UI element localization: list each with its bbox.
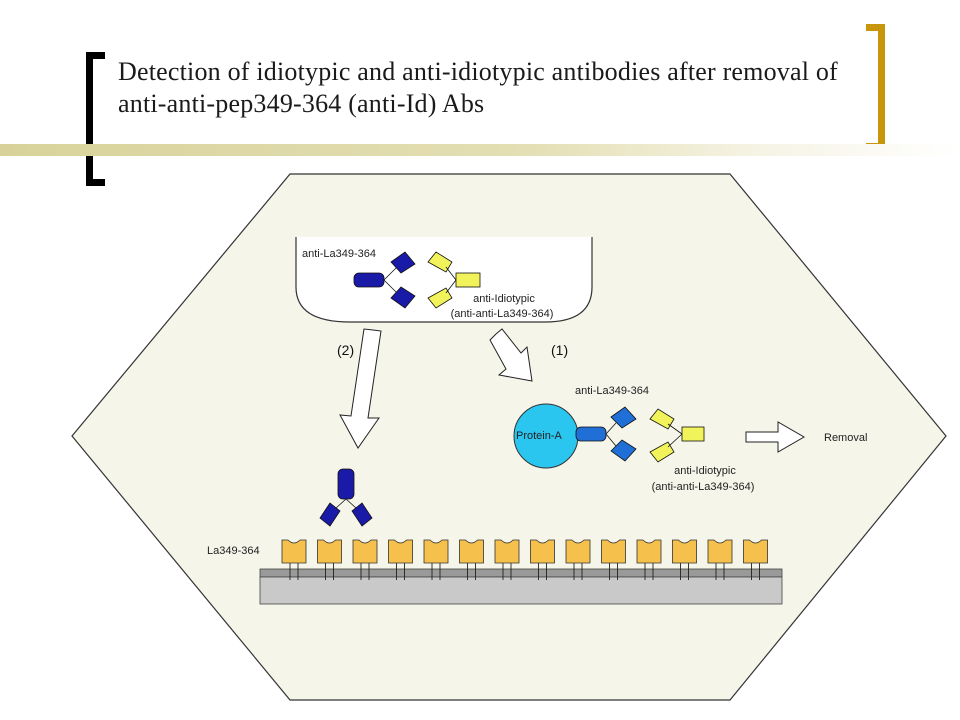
- peptide: [352, 539, 378, 564]
- hexagon-frame: [71, 173, 947, 701]
- arrow-step1: [489, 328, 533, 382]
- peptide: [672, 539, 697, 564]
- peptide: [530, 539, 555, 564]
- beaker-antibody-label: anti-La349-364: [302, 248, 376, 260]
- arrow-step2: [339, 328, 382, 449]
- peptide: [281, 539, 307, 564]
- removed-anti-id-label-2: (anti-anti-La349-364): [652, 481, 755, 493]
- peptide: [317, 539, 342, 564]
- bound-antibody-label: anti-La349-364: [575, 385, 649, 397]
- peptide: [459, 539, 484, 564]
- peptide: [601, 539, 626, 564]
- step1-label: (1): [551, 342, 568, 358]
- removed-anti-idiotypic: [649, 408, 705, 463]
- peptide: [423, 539, 449, 564]
- beaker-antibody: [353, 251, 416, 309]
- beaker-anti-id-label-1: anti-Idiotypic: [473, 293, 535, 305]
- peptide: [565, 539, 591, 564]
- beaker-anti-idiotypic: [427, 251, 481, 309]
- step2-label: (2): [337, 342, 354, 358]
- peptide: [388, 539, 413, 564]
- slide-title: Detection of idiotypic and anti-idiotypi…: [118, 57, 838, 118]
- plate-top-strip: [259, 568, 783, 578]
- beaker: [295, 237, 593, 323]
- peptide: [636, 539, 662, 564]
- peptide: [707, 539, 733, 564]
- removal-label: Removal: [824, 432, 867, 444]
- peptide-label: La349-364: [207, 545, 260, 557]
- title-bracket-left: [86, 52, 105, 186]
- protein-a-label: Protein-A: [516, 430, 563, 442]
- peptide: [494, 539, 520, 564]
- removal-arrow: [745, 421, 806, 453]
- peptide: [743, 539, 768, 564]
- peptide-row: [281, 539, 768, 580]
- bound-antibody: [575, 406, 637, 462]
- title-underline-bar: [0, 144, 960, 156]
- plate-base: [259, 576, 783, 605]
- removed-anti-id-label-1: anti-Idiotypic: [674, 465, 736, 477]
- plate-antibody: [319, 468, 373, 527]
- beaker-anti-id-label-2: (anti-anti-La349-364): [451, 308, 554, 320]
